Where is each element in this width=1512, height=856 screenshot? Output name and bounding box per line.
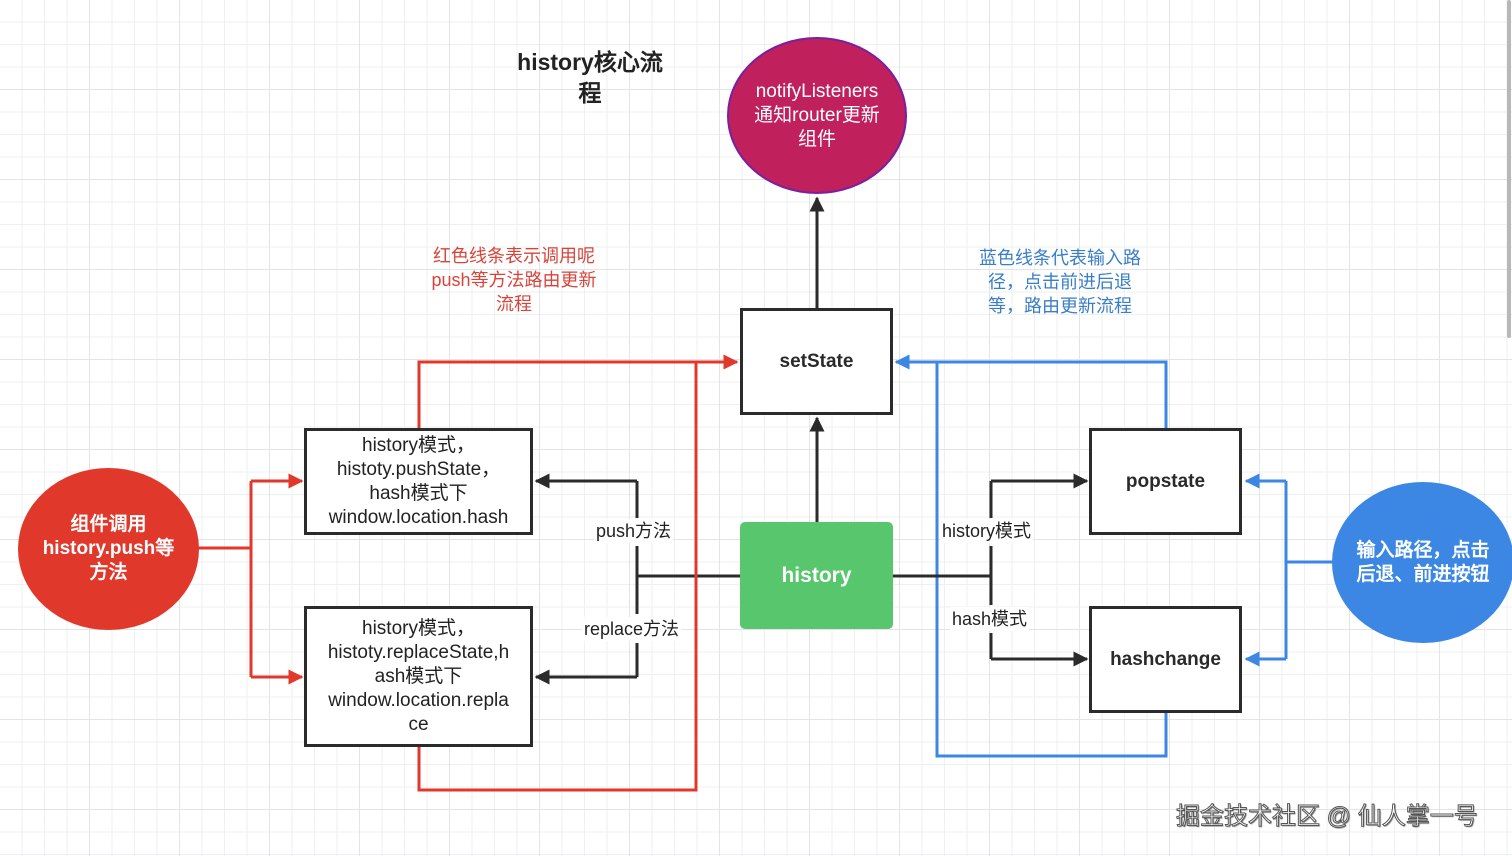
watermark: 掘金技术社区 @ 仙人掌一号: [1176, 803, 1479, 830]
notify-listeners-label: notifyListeners 通知router更新 组件: [754, 80, 880, 150]
edge-history-left-trunk: [635, 481, 741, 677]
notify-listeners-node[interactable]: notifyListeners 通知router更新 组件: [727, 37, 907, 194]
edge-history-right-trunk: [893, 481, 993, 659]
edge-input-trunk: [1284, 481, 1334, 659]
user-input-label: 输入路径，点击 后退、前进按钮: [1356, 539, 1490, 585]
hashchange-label: hashchange: [1110, 648, 1221, 670]
replace-method-label: replace方法: [582, 617, 682, 641]
push-state-label: history模式， histoty.pushState， hash模式下 wi…: [328, 434, 509, 528]
blue-line-legend: 蓝色线条代表输入路 径，点击前进后退 等，路由更新流程: [979, 248, 1141, 316]
red-line-legend: 红色线条表示调用呢 push等方法路由更新 流程: [431, 246, 597, 314]
component-call-label: 组件调用 history.push等 方法: [42, 514, 175, 583]
popstate-label: popstate: [1125, 470, 1206, 492]
edge-component-trunk: [198, 481, 253, 677]
vertical-scrollbar[interactable]: [1507, 0, 1511, 338]
popstate-node[interactable]: popstate: [1089, 428, 1242, 535]
component-call-node[interactable]: 组件调用 history.push等 方法: [18, 468, 199, 630]
push-method-label: push方法: [594, 519, 674, 543]
edge-popstate-to-setstate: [894, 354, 1168, 428]
user-input-node[interactable]: 输入路径，点击 后退、前进按钮: [1332, 482, 1512, 643]
history-mode-label: history模式: [940, 519, 1034, 543]
edge-replace-box-to-setstate: [417, 362, 698, 792]
diagram-title: history核心流 程: [517, 49, 663, 106]
history-label: history: [781, 563, 852, 587]
history-node[interactable]: history: [740, 522, 893, 629]
setstate-node[interactable]: setState: [740, 308, 893, 415]
edge-push-box-to-setstate: [417, 354, 739, 428]
edge-hashchange-to-setstate: [935, 362, 1168, 758]
replace-state-label: history模式， histoty.replaceState,h ash模式下…: [327, 617, 510, 735]
push-state-node[interactable]: history模式， histoty.pushState， hash模式下 wi…: [304, 428, 533, 535]
setstate-label: setState: [779, 350, 854, 372]
hash-mode-label: hash模式: [950, 607, 1030, 631]
replace-state-node[interactable]: history模式， histoty.replaceState,h ash模式下…: [304, 606, 533, 747]
hashchange-node[interactable]: hashchange: [1089, 606, 1242, 713]
